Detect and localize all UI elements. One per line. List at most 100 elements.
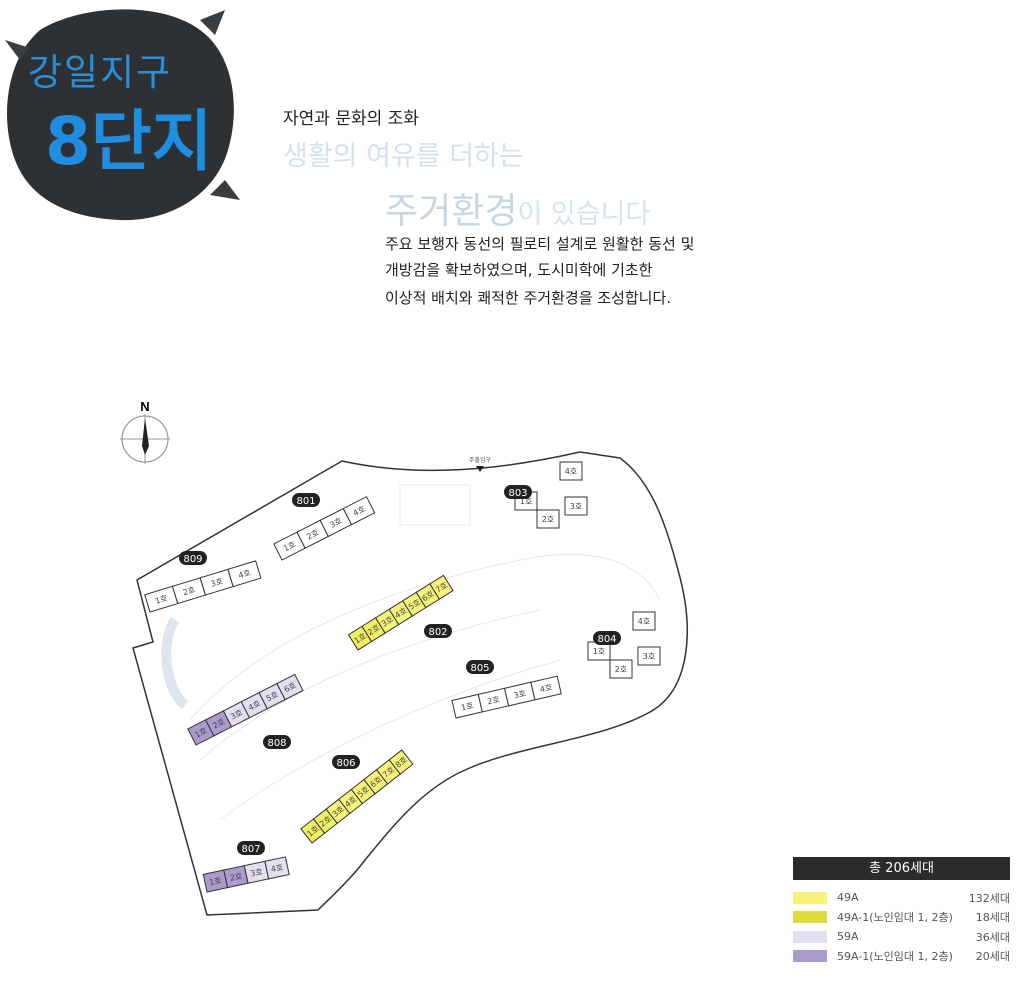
legend-count: 132세대 bbox=[968, 891, 1010, 905]
title-ink-blob bbox=[5, 9, 240, 221]
building-number: 803 bbox=[508, 488, 527, 499]
unit-label: 3호 bbox=[513, 689, 527, 701]
unit: 3호 bbox=[325, 798, 351, 825]
unit: 2호 bbox=[312, 808, 338, 834]
unit: 5호 bbox=[258, 682, 286, 710]
north-label: N bbox=[140, 399, 149, 414]
building-number: 806 bbox=[336, 758, 355, 769]
building-807: 1호 2호 3호 4호 807 bbox=[202, 841, 290, 893]
unit-label: 3호 bbox=[570, 502, 582, 511]
unit-label: 2호 bbox=[615, 665, 627, 674]
legend-swatch bbox=[793, 950, 827, 963]
unit-label: 4호 bbox=[270, 863, 284, 874]
legend-swatch bbox=[793, 891, 827, 904]
unit: 6호 bbox=[276, 673, 304, 701]
legend-item: 59A-1(노인임대 1, 2층) 20세대 bbox=[793, 947, 1010, 967]
unit: 5호 bbox=[402, 591, 427, 617]
building-number: 801 bbox=[296, 496, 315, 507]
legend-label: 59A-1(노인임대 1, 2층) bbox=[837, 950, 953, 964]
unit: 3호 bbox=[243, 860, 270, 884]
unit: 4호 bbox=[240, 691, 268, 719]
unit-label: 4호 bbox=[565, 467, 577, 476]
unit: 2호 bbox=[171, 577, 207, 605]
unit-label: 3호 bbox=[643, 652, 655, 661]
building-badge bbox=[466, 660, 494, 674]
headline-line1: 생활의 여유를 더하는 bbox=[283, 141, 524, 172]
unit: 2호 bbox=[536, 509, 560, 529]
unit-label: 3호 bbox=[210, 577, 225, 589]
description-line: 주요 보행자 동선의 필로티 설계로 원활한 동선 및 bbox=[385, 235, 695, 253]
unit-label: 1호 bbox=[208, 876, 222, 887]
unit: 4호 bbox=[342, 496, 376, 526]
legend-item: 59A 36세대 bbox=[793, 927, 1010, 947]
building-badge bbox=[237, 841, 265, 855]
unit: 4호 bbox=[632, 611, 656, 631]
description-line: 개방감을 확보하였으며, 도시미학에 기초한 bbox=[385, 261, 653, 279]
site-boundary bbox=[132, 451, 688, 916]
unit-label: 2호 bbox=[182, 585, 197, 597]
legend-count: 36세대 bbox=[975, 930, 1010, 944]
unit: 2호 bbox=[609, 659, 633, 679]
unit: 3호 bbox=[637, 646, 661, 666]
unit: 1호 bbox=[202, 869, 229, 893]
legend-label: 49A bbox=[837, 891, 859, 905]
unit: 4호 bbox=[559, 461, 583, 481]
legend-item: 49A 132세대 bbox=[793, 888, 1010, 908]
compass-icon: N bbox=[120, 399, 170, 464]
description-line: 이상적 배치와 쾌적한 주거환경을 조성합니다. bbox=[385, 289, 672, 307]
building-number: 805 bbox=[470, 663, 489, 674]
legend-swatch bbox=[793, 930, 827, 943]
unit: 3호 bbox=[564, 496, 588, 516]
unit: 4호 bbox=[227, 560, 262, 588]
legend: 총 206세대 49A 132세대 49A-1(노인임대 1, 2층) 18세대 59A… bbox=[793, 857, 1010, 966]
unit: 3호 bbox=[222, 701, 251, 728]
building-803: 1호 2호 3호 4호 803 bbox=[504, 461, 588, 529]
legend-item: 49A-1(노인임대 1, 2층) 18세대 bbox=[793, 908, 1010, 928]
building-number: 807 bbox=[241, 844, 260, 855]
unit: 4호 bbox=[388, 600, 413, 626]
legend-label: 49A-1(노인임대 1, 2층) bbox=[837, 911, 953, 925]
unit-label: 3호 bbox=[250, 867, 264, 878]
unit-label: 1호 bbox=[154, 594, 169, 606]
unit: 1호 bbox=[144, 585, 179, 613]
building-badge bbox=[292, 493, 320, 507]
legend-count: 20세대 bbox=[975, 950, 1010, 964]
legend-swatch bbox=[793, 911, 827, 924]
building-badge bbox=[263, 735, 291, 749]
unit-label: 4호 bbox=[638, 617, 650, 626]
headline-line2: 주거환경이 있습니다 bbox=[385, 182, 650, 234]
building-number: 802 bbox=[428, 627, 447, 638]
unit-label: 4호 bbox=[539, 683, 553, 695]
unit: 4호 bbox=[264, 856, 290, 880]
unit-label: 2호 bbox=[229, 871, 243, 882]
unit: 4호 bbox=[530, 675, 562, 701]
building-badge bbox=[593, 631, 621, 645]
headline-rest: 이 있습니다 bbox=[517, 199, 651, 230]
main-entrance-label: 주출입구 bbox=[469, 456, 492, 464]
legend-count: 18세대 bbox=[975, 911, 1010, 925]
complex-title: 8단지 bbox=[45, 103, 213, 180]
legend-total: 총 206세대 bbox=[793, 857, 1010, 880]
unit-label: 1호 bbox=[520, 497, 532, 506]
unit: 7호 bbox=[429, 574, 454, 600]
unit: 8호 bbox=[388, 749, 414, 775]
building-badge bbox=[504, 485, 532, 499]
unit: 2호 bbox=[223, 865, 249, 889]
district-title: 강일지구 bbox=[28, 51, 173, 94]
unit-label: 1호 bbox=[593, 647, 605, 656]
unit: 2호 bbox=[477, 687, 510, 713]
headline-emphasis: 주거환경 bbox=[385, 191, 518, 232]
entrance-arrow-icon bbox=[476, 466, 484, 472]
legend-label: 59A bbox=[837, 930, 859, 944]
subtitle: 자연과 문화의 조화 bbox=[283, 109, 419, 129]
building-badge bbox=[332, 755, 360, 769]
unit: 1호 bbox=[273, 531, 306, 561]
